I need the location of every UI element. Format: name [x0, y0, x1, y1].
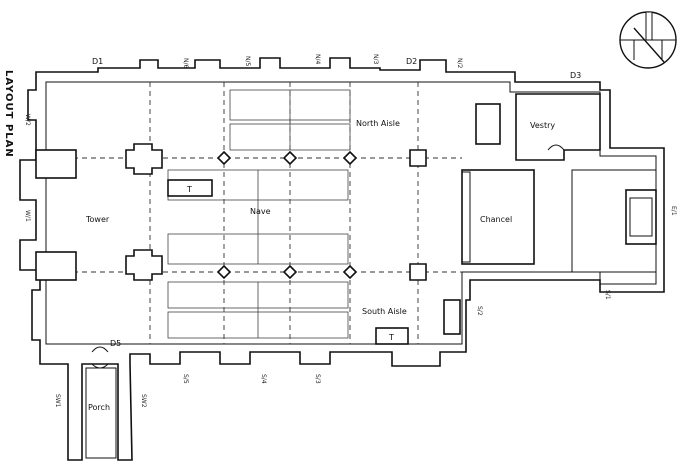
- door-label-d2: D2: [406, 57, 417, 66]
- room-label-porch: Porch: [88, 403, 110, 412]
- svg-text:S/5: S/5: [182, 374, 189, 384]
- svg-text:S/4: S/4: [260, 374, 267, 384]
- window-labels: N/6 N/5 N/4 N/3 N/2 S/5 S/4 S/3 S/2 S/1 …: [24, 54, 677, 408]
- svg-text:W/2: W/2: [24, 114, 31, 126]
- door-label-d5: D5: [110, 339, 121, 348]
- plan-title: LAYOUT PLAN: [3, 70, 14, 158]
- columns: [125, 143, 427, 281]
- svg-text:T: T: [388, 333, 394, 342]
- door-label-d3: D3: [570, 71, 581, 80]
- room-label-vestry: Vestry: [530, 121, 555, 130]
- arcade-lines: [46, 82, 462, 344]
- svg-text:N/2: N/2: [456, 58, 463, 69]
- vestry-room: [515, 93, 601, 161]
- north-arrow-icon: [619, 11, 677, 69]
- door-label-d1: D1: [92, 57, 103, 66]
- svg-text:S/2: S/2: [476, 306, 483, 316]
- porch: [85, 346, 117, 459]
- svg-text:T: T: [186, 185, 192, 194]
- room-label-south-aisle: South Aisle: [362, 307, 407, 316]
- room-label-north-aisle: North Aisle: [356, 119, 400, 128]
- nave-table: T: [167, 179, 213, 197]
- south-aisle-table: T: [375, 327, 409, 345]
- room-label-tower: Tower: [85, 215, 110, 224]
- svg-text:S/3: S/3: [314, 374, 321, 384]
- outer-walls: [19, 57, 665, 461]
- nave-pews: [167, 89, 351, 339]
- svg-text:E/1: E/1: [670, 206, 677, 216]
- svg-text:N/5: N/5: [244, 56, 251, 67]
- svg-text:W/1: W/1: [24, 210, 31, 222]
- svg-text:SW1: SW1: [54, 394, 61, 408]
- svg-text:SW2: SW2: [140, 394, 147, 408]
- organ-box: [475, 103, 501, 145]
- south-aisle-box: [443, 299, 461, 335]
- room-label-chancel: Chancel: [480, 215, 512, 224]
- room-label-nave: Nave: [250, 207, 271, 216]
- svg-text:N/6: N/6: [182, 58, 189, 69]
- chancel-area: [461, 169, 657, 273]
- svg-text:S/1: S/1: [604, 290, 611, 300]
- svg-text:N/4: N/4: [314, 54, 321, 65]
- tower-walls: [35, 149, 77, 281]
- svg-text:N/3: N/3: [372, 54, 379, 65]
